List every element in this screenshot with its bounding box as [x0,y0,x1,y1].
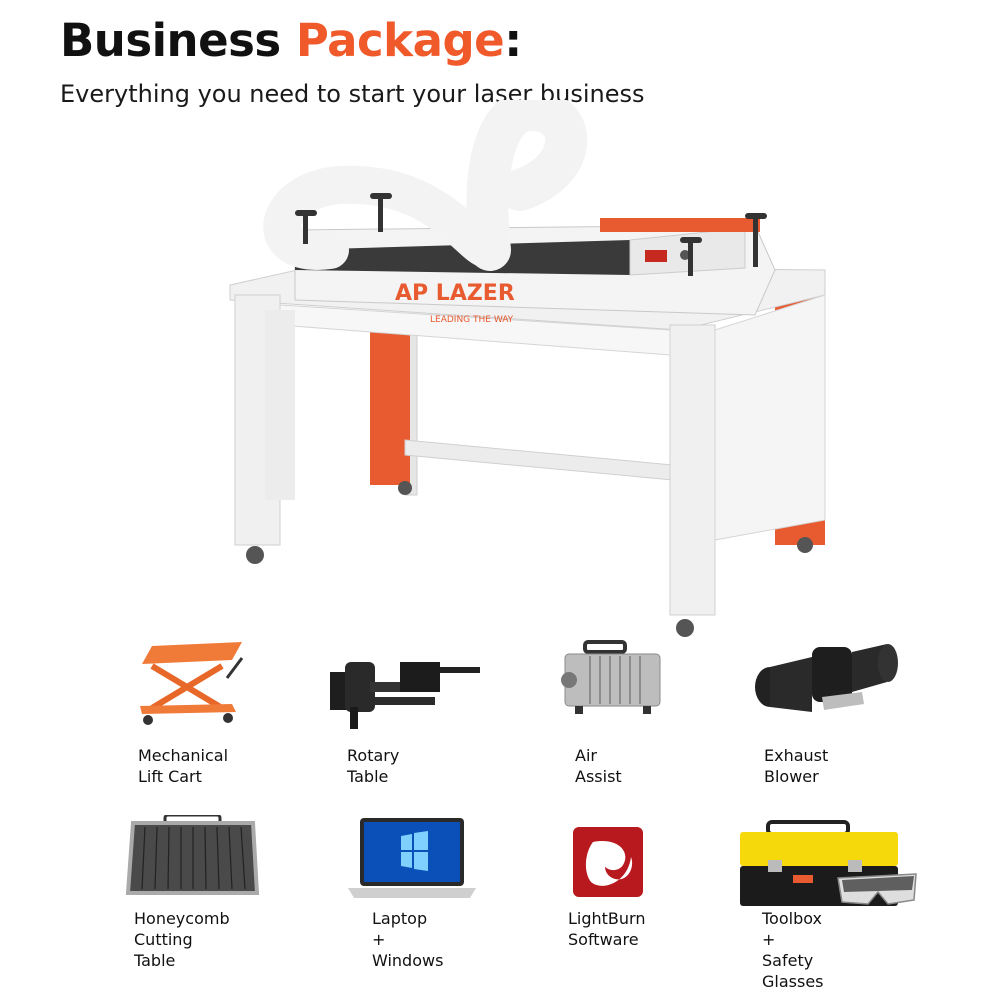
item-label: Honeycomb Cutting Table [134,909,230,970]
item-label: LightBurn Software [568,909,646,949]
title-main: Business [60,14,281,67]
air-pump-icon [561,640,661,714]
lift-cart-icon [140,642,244,725]
title-accent: Package [295,14,505,67]
rotary-table-icon [330,662,480,729]
page-title: Business Package: [60,14,522,67]
item-label: Air Assist [575,746,622,786]
hero-brand: AP LAZER [395,281,515,306]
toolbox-glasses-icon [740,820,917,906]
item-label: Exhaust Blower [764,746,829,786]
exhaust-blower-icon [755,644,898,712]
item-label: Rotary Table [347,746,400,786]
honeycomb-table-icon [125,815,260,895]
item-label: Toolbox + Safety Glasses [762,909,824,991]
laptop-icon [348,818,476,898]
laser-engraver-machine-icon: AP LAZER LEADING THE WAY [229,100,826,637]
item-label: Laptop + Windows [372,909,444,970]
item-label: Mechanical Lift Cart [138,746,229,786]
title-colon: : [504,14,522,67]
lightburn-logo-icon [573,827,643,897]
hero-tagline: LEADING THE WAY [430,315,514,325]
